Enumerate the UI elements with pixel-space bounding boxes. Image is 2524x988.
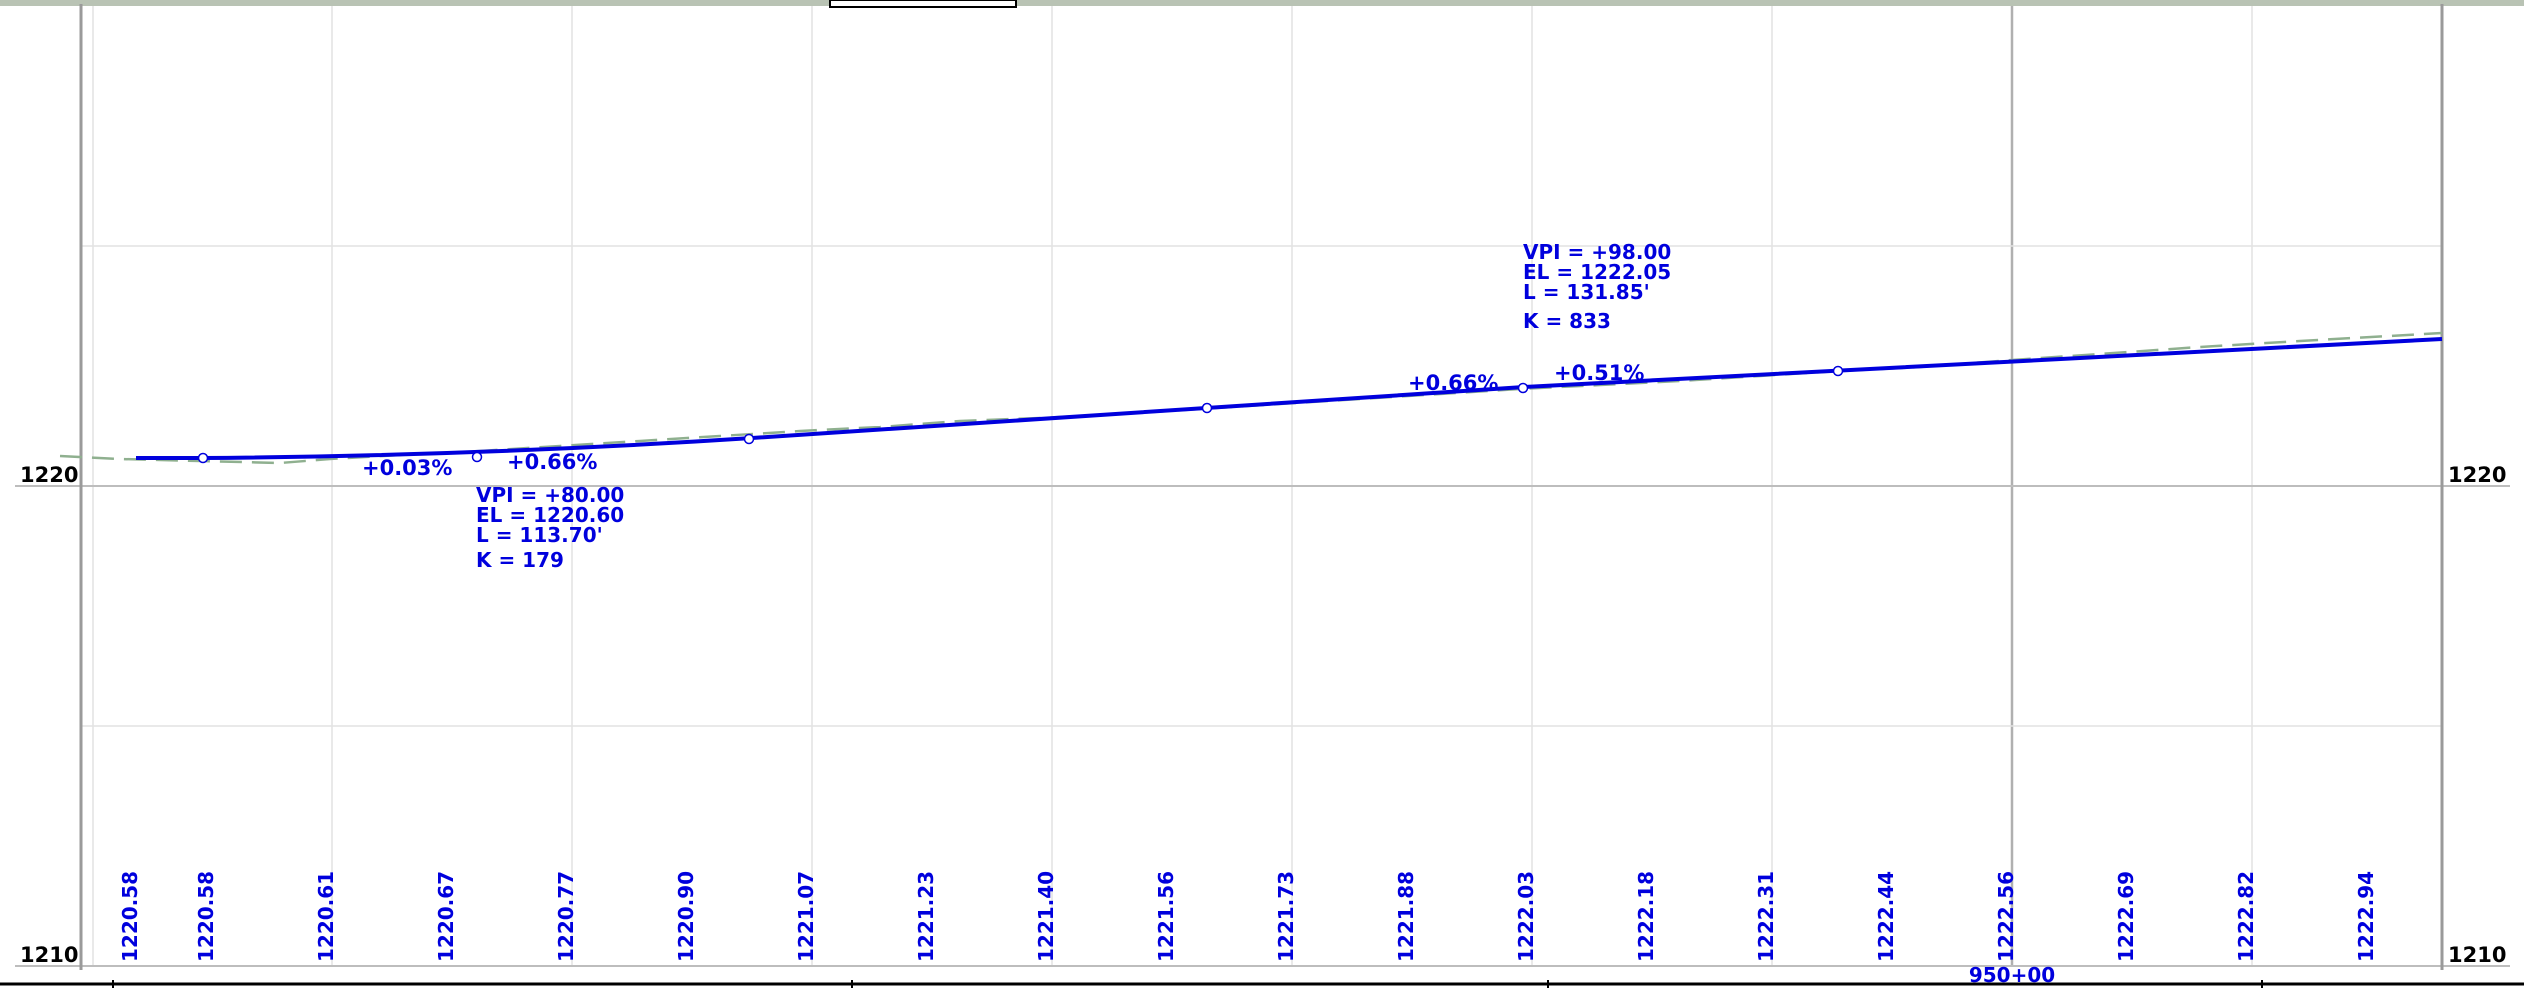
elevation-label: 1220.90: [674, 871, 698, 962]
profile-frame: [79, 4, 2444, 970]
design-profile-line[interactable]: [136, 337, 2443, 460]
bvc-point-1[interactable]: [197, 452, 209, 464]
grade-label: +0.66%: [1408, 371, 1498, 395]
vpi-annotation-2[interactable]: VPI = +98.00 EL = 1222.05 L = 131.85' K …: [1523, 240, 1671, 333]
elevation-label: 1222.56: [1994, 871, 2018, 962]
vpi-station: VPI = +98.00: [1523, 240, 1671, 264]
vpi-point-2[interactable]: [1517, 382, 1529, 394]
evc-point-1[interactable]: [743, 433, 755, 445]
top-strip: [0, 0, 2524, 8]
elevation-label: 1222.31: [1754, 871, 1778, 962]
elevation-label: 1221.40: [1034, 871, 1058, 962]
elevation-label: 1222.69: [2114, 871, 2138, 962]
vpi-length: L = 131.85': [1523, 280, 1650, 304]
elevation-label: 1222.18: [1634, 871, 1658, 962]
left-axis-label: 1220: [20, 463, 78, 487]
vpi-elevation: EL = 1220.60: [476, 503, 624, 527]
elevation-label: 1220.77: [554, 871, 578, 962]
elevation-label: 1222.44: [1874, 871, 1898, 962]
evc-point-2[interactable]: [1832, 365, 1844, 377]
vpi-elevation: EL = 1222.05: [1523, 260, 1671, 284]
bvc-point-2[interactable]: [1201, 402, 1213, 414]
bottom-band: [0, 980, 2524, 988]
curve-points: [197, 365, 1844, 464]
elevation-label: 1221.56: [1154, 871, 1178, 962]
station-label: 950+00: [1969, 963, 2055, 987]
elevation-label: 1220.61: [314, 871, 338, 962]
vpi-annotation-1[interactable]: VPI = +80.00 EL = 1220.60 L = 113.70' K …: [476, 483, 624, 572]
elevation-label: 1220.58: [118, 871, 142, 962]
right-axis-label: 1210: [2448, 943, 2506, 967]
elevation-label: 1222.82: [2234, 871, 2258, 962]
vpi-point-1[interactable]: [471, 451, 483, 463]
grade-label: +0.66%: [507, 450, 597, 474]
elevation-label: 1221.73: [1274, 871, 1298, 962]
top-strip-tab[interactable]: [829, 0, 1017, 8]
horizontal-grid: [15, 245, 2510, 967]
vpi-length: L = 113.70': [476, 523, 603, 547]
elevation-labels: 1220.58 1220.58 1220.61 1220.67 1220.77 1220.…: [118, 871, 2378, 962]
elevation-label: 1221.88: [1394, 871, 1418, 962]
elevation-label: 1221.23: [914, 871, 938, 962]
vpi-k-value: K = 179: [476, 548, 564, 572]
left-axis-label: 1210: [20, 943, 78, 967]
elevation-label: 1222.03: [1514, 871, 1538, 962]
right-axis-label: 1220: [2448, 463, 2506, 487]
vpi-k-value: K = 833: [1523, 309, 1611, 333]
elevation-label: 1220.58: [194, 871, 218, 962]
elevation-label: 1222.94: [2354, 871, 2378, 962]
elevation-label: 1220.67: [434, 871, 458, 962]
elevation-label: 1221.07: [794, 871, 818, 962]
grade-label: +0.03%: [362, 456, 452, 480]
existing-ground-line[interactable]: [59, 331, 2443, 465]
grade-label: +0.51%: [1554, 361, 1644, 385]
vpi-station: VPI = +80.00: [476, 483, 624, 507]
